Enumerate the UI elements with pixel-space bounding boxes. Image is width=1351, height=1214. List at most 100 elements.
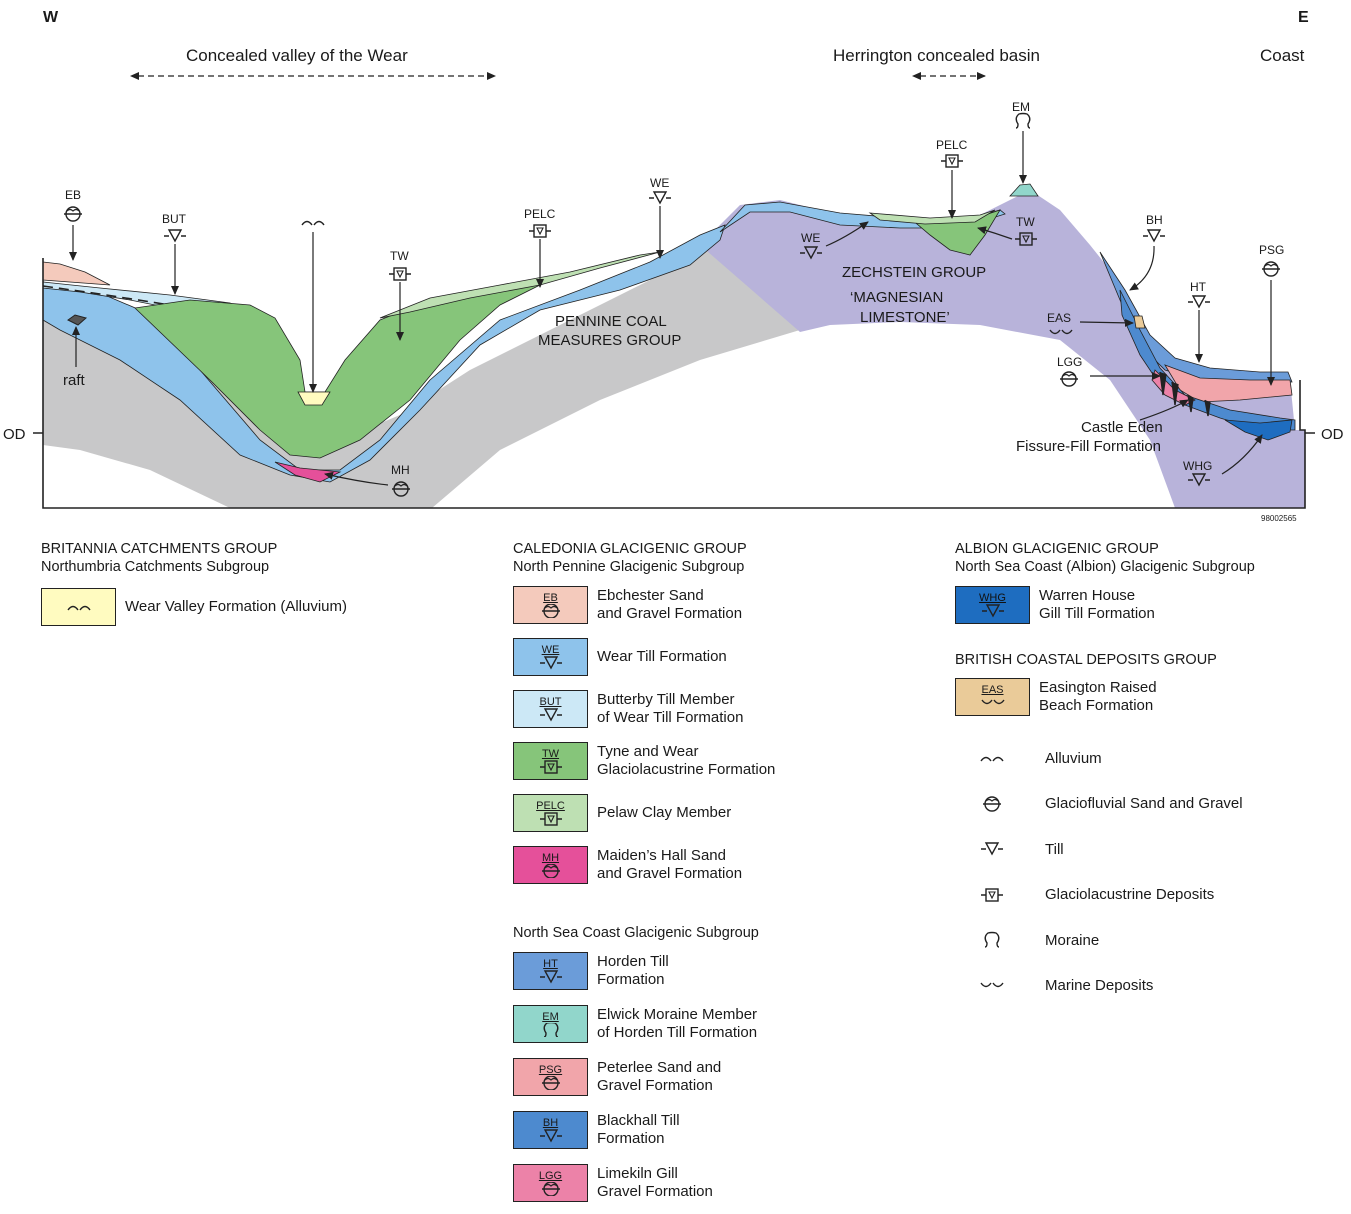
west-label: W — [43, 9, 59, 26]
glaciolacustrine-icon — [980, 887, 1004, 902]
marine-icon — [980, 981, 1004, 987]
peterlee-unit — [1164, 364, 1293, 403]
symbol-key-glaciolacustrine: Glaciolacustrine Deposits — [962, 885, 1214, 905]
svg-text:WE: WE — [801, 231, 820, 245]
pennine-label-2: MEASURES GROUP — [538, 332, 681, 349]
svg-text:BUT: BUT — [162, 212, 187, 226]
glaciofluvial-icon — [540, 603, 561, 618]
svg-text:LGG: LGG — [1057, 355, 1082, 369]
caledonia-subgroup-title: North Pennine Glacigenic Subgroup — [513, 559, 745, 575]
castle-eden-label: Castle Eden — [1081, 419, 1163, 436]
callout-pelc-2: PELC — [936, 138, 968, 219]
magnesian-label: ‘MAGNESIAN — [850, 289, 943, 306]
svg-text:EAS: EAS — [1047, 311, 1071, 325]
legend-swatch: MH — [513, 846, 588, 884]
alluvium-icon — [66, 605, 91, 611]
legend-item-eas: EAS Easington Raised Beach Formation — [955, 678, 1157, 716]
callout-lgg: LGG — [1057, 355, 1161, 387]
till-icon — [538, 655, 563, 669]
wear-valley-alluvium-unit — [297, 391, 331, 406]
svg-text:PELC: PELC — [524, 207, 556, 221]
herrington-title: Herrington concealed basin — [833, 46, 1040, 65]
castle-eden-label-2: Fissure-Fill Formation — [1016, 438, 1161, 455]
symbol-key-till: Till — [962, 839, 1064, 859]
svg-text:WE: WE — [650, 176, 669, 190]
till-icon — [538, 969, 563, 983]
blackhall-till-unit — [1119, 289, 1296, 431]
legend-item-whg: WHG Warren House Gill Till Formation — [955, 586, 1155, 624]
callout-tw-2: TW — [977, 215, 1038, 246]
wear-till-unit — [42, 224, 726, 483]
callout-em: EM — [1012, 100, 1031, 184]
north-sea-coast-subgroup-title: North Sea Coast Glacigenic Subgroup — [513, 925, 759, 941]
warren-house-till-unit — [1224, 419, 1293, 441]
symbol-key-glaciofluvial: Glaciofluvial Sand and Gravel — [962, 794, 1243, 814]
albion-group-title: ALBION GLACIGENIC GROUP — [955, 541, 1159, 557]
legend-swatch: BUT — [513, 690, 588, 728]
legend-swatch: WHG — [955, 586, 1030, 624]
glaciolacustrine-icon — [538, 811, 563, 826]
symbol-key-marine: Marine Deposits — [962, 976, 1153, 996]
od-left-label: OD — [3, 426, 26, 443]
callout-psg: PSG — [1259, 243, 1284, 386]
callout-castle-eden — [1139, 399, 1189, 421]
albion-subgroup-title: North Sea Coast (Albion) Glacigenic Subg… — [955, 559, 1255, 575]
legend-swatch: PELC — [513, 794, 588, 832]
legend-swatch — [41, 588, 116, 626]
easington-beach-unit — [1133, 315, 1146, 329]
legend-swatch: TW — [513, 742, 588, 780]
callout-but: BUT — [162, 212, 187, 295]
wear-valley-title: Concealed valley of the Wear — [186, 46, 408, 65]
callout-we-2: WE — [799, 221, 869, 259]
svg-text:WHG: WHG — [1183, 459, 1212, 473]
coastal-group-title: BRITISH COASTAL DEPOSITS GROUP — [955, 652, 1217, 668]
britannia-group-title: BRITANNIA CATCHMENTS GROUP — [41, 541, 278, 557]
legend-swatch: EM — [513, 1005, 588, 1043]
legend-swatch: PSG — [513, 1058, 588, 1096]
svg-text:PSG: PSG — [1259, 243, 1284, 257]
legend-swatch: LGG — [513, 1164, 588, 1202]
svg-text:MH: MH — [391, 463, 410, 477]
svg-text:TW: TW — [1016, 215, 1035, 229]
till-icon — [980, 603, 1005, 617]
moraine-icon — [984, 931, 1000, 948]
symbol-key-alluvium: Alluvium — [962, 748, 1102, 768]
caledonia-group-title: CALEDONIA GLACIGENIC GROUP — [513, 541, 747, 557]
glaciolacustrine-icon — [538, 759, 563, 774]
callout-pelc: PELC — [524, 207, 556, 288]
svg-text:TW: TW — [390, 249, 409, 263]
britannia-subgroup-title: Northumbria Catchments Subgroup — [41, 559, 270, 575]
magnesian-limestone-unit — [700, 190, 1305, 508]
svg-text:BH: BH — [1146, 213, 1163, 227]
till-icon — [980, 842, 1004, 855]
callout-eas: EAS — [1047, 311, 1134, 335]
legend-swatch: BH — [513, 1111, 588, 1149]
callout-tw: TW — [388, 249, 412, 341]
od-right-label: OD — [1321, 426, 1344, 443]
legend-swatch: HT — [513, 952, 588, 990]
legend-swatch: EB — [513, 586, 588, 624]
elwick-moraine-unit — [1009, 183, 1039, 197]
till-icon — [538, 707, 563, 721]
callout-mh: MH — [324, 463, 411, 497]
callout-we: WE — [648, 176, 672, 259]
symbol-key-moraine: Moraine — [962, 930, 1099, 950]
callout-eb: EB — [63, 188, 83, 261]
raft-label: raft — [63, 372, 86, 389]
cross-section-diagram: W E Concealed valley of the Wear Herring… — [3, 9, 1344, 523]
svg-text:EM: EM — [1012, 100, 1030, 114]
legend-swatch: EAS — [955, 678, 1030, 716]
glaciofluvial-icon — [982, 795, 1002, 812]
alluvium-icon — [980, 756, 1004, 762]
zechstein-label: ZECHSTEIN GROUP — [842, 264, 986, 281]
magnesian-label-2: LIMESTONE’ — [860, 309, 950, 326]
